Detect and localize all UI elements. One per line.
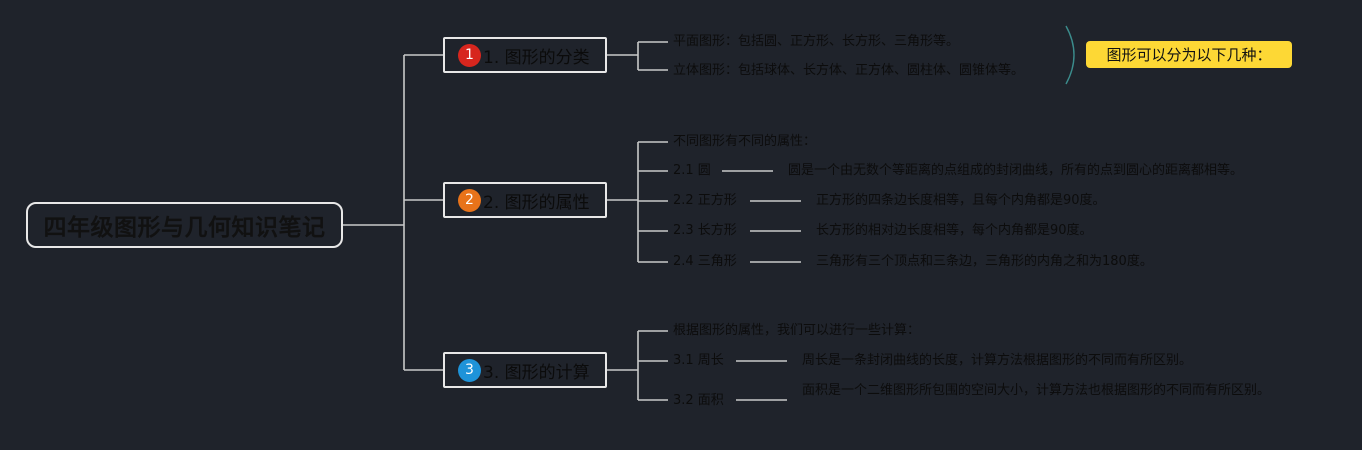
topic-plane-shapes[interactable]: 平面图形：包括圆、正方形、长方形、三角形等。	[673, 34, 960, 49]
summary-callout[interactable]: 图形可以分为以下几种：	[1086, 41, 1292, 68]
topic-circle[interactable]: 2.1 圆	[673, 163, 711, 178]
topic-rectangle-desc[interactable]: 长方形的相对边长度相等，每个内角都是90度。	[816, 223, 1093, 238]
topic-solid-shapes[interactable]: 立体图形：包括球体、长方体、正方体、圆柱体、圆锥体等。	[673, 63, 1025, 78]
topic-properties-intro[interactable]: 不同图形有不同的属性：	[673, 134, 817, 149]
number-badge-1: 1	[458, 43, 481, 67]
root-topic[interactable]: 四年级图形与几何知识笔记	[26, 202, 343, 248]
topic-perimeter[interactable]: 3.1 周长	[673, 353, 724, 368]
number-badge-3: 3	[458, 358, 481, 382]
topic-perimeter-desc[interactable]: 周长是一条封闭曲线的长度，计算方法根据图形的不同而有所区别。	[802, 353, 1193, 368]
topic-triangle-desc[interactable]: 三角形有三个顶点和三条边，三角形的内角之和为180度。	[816, 254, 1153, 269]
branch-calculation[interactable]: 3 3. 图形的计算	[443, 352, 607, 388]
branch-label: 1. 图形的分类	[483, 47, 590, 68]
branch-label: 3. 图形的计算	[483, 362, 590, 383]
topic-area-desc[interactable]: 面积是一个二维图形所包围的空间大小，计算方法也根据图形的不同而有所区别。	[802, 383, 1271, 398]
branch-classification[interactable]: 1 1. 图形的分类	[443, 37, 607, 73]
topic-square-desc[interactable]: 正方形的四条边长度相等，且每个内角都是90度。	[816, 193, 1106, 208]
topic-rectangle[interactable]: 2.3 长方形	[673, 223, 737, 238]
topic-square[interactable]: 2.2 正方形	[673, 193, 737, 208]
topic-triangle[interactable]: 2.4 三角形	[673, 254, 737, 269]
number-badge-2: 2	[458, 188, 481, 212]
branch-properties[interactable]: 2 2. 图形的属性	[443, 182, 607, 218]
topic-calculation-intro[interactable]: 根据图形的属性，我们可以进行一些计算：	[673, 323, 921, 338]
topic-area[interactable]: 3.2 面积	[673, 393, 724, 408]
topic-circle-desc[interactable]: 圆是一个由无数个等距离的点组成的封闭曲线，所有的点到圆心的距离都相等。	[788, 163, 1244, 178]
branch-label: 2. 图形的属性	[483, 192, 590, 213]
